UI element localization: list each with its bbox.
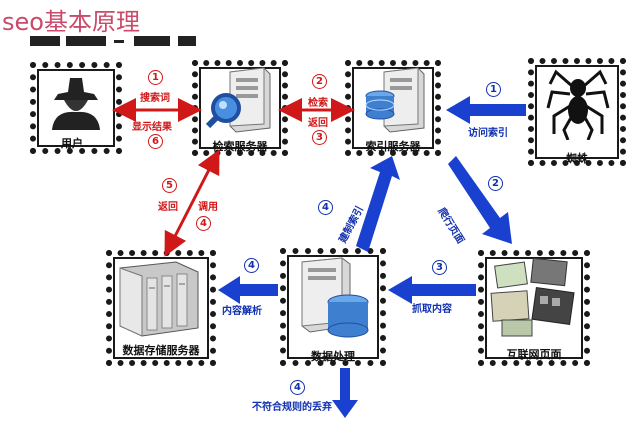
spider-index-arrow xyxy=(446,96,526,124)
obscured-subtitle xyxy=(30,36,196,46)
num-return-1: 3 xyxy=(312,130,327,145)
search-server-label: 检索服务器 xyxy=(212,140,268,153)
internet-pages-label: 互联网页面 xyxy=(506,348,562,361)
search-server-icon xyxy=(205,67,271,133)
num-search-word: 1 xyxy=(148,70,163,85)
data-processing-label: 数据处理 xyxy=(311,350,355,363)
index-server-icon xyxy=(365,67,425,133)
num-visit-index: 1 xyxy=(486,82,501,97)
hacker-user-icon xyxy=(52,78,100,130)
processing-index-arrow xyxy=(356,156,400,252)
num-build-index: 4 xyxy=(318,200,333,215)
num-return-2: 5 xyxy=(162,178,177,193)
storage-server-rack-icon xyxy=(119,261,199,337)
label-retrieve: 检索 xyxy=(308,98,328,109)
storage-server-label: 数据存储服务器 xyxy=(122,344,200,357)
discard-arrow xyxy=(332,368,358,418)
data-processing-icon xyxy=(301,257,369,338)
label-return-1: 返回 xyxy=(308,118,328,129)
internet-processing-arrow xyxy=(388,276,476,304)
label-return-2: 返回 xyxy=(158,202,178,213)
num-grab-content: 3 xyxy=(432,260,447,275)
label-grab-content: 抓取内容 xyxy=(412,304,452,315)
num-content-parse: 4 xyxy=(244,258,259,273)
processing-storage-arrow xyxy=(218,276,278,304)
index-internet-arrow xyxy=(448,156,512,244)
spider-node xyxy=(528,58,626,166)
label-discard: 不符合规则的丢弃 xyxy=(252,402,332,413)
spider-icon xyxy=(546,69,610,140)
spider-label: 蜘蛛 xyxy=(566,152,588,165)
page-title: seo基本原理 xyxy=(2,8,140,36)
label-search-word: 搜索词 xyxy=(140,93,170,104)
label-call: 调用 xyxy=(198,202,218,213)
num-discard: 4 xyxy=(290,380,305,395)
label-content-parse: 内容解析 xyxy=(222,306,262,317)
storage-search-arrow xyxy=(164,149,220,257)
num-retrieve: 2 xyxy=(312,74,327,89)
user-label: 用户 xyxy=(61,137,83,150)
num-show-result: 6 xyxy=(148,134,163,149)
num-call: 4 xyxy=(196,216,211,231)
index-server-label: 索引服务器 xyxy=(365,140,421,153)
label-visit-index: 访问索引 xyxy=(468,128,508,139)
num-crawl-pages: 2 xyxy=(488,176,503,191)
internet-pages-icon xyxy=(490,258,575,337)
label-show-result: 显示结果 xyxy=(132,122,172,133)
